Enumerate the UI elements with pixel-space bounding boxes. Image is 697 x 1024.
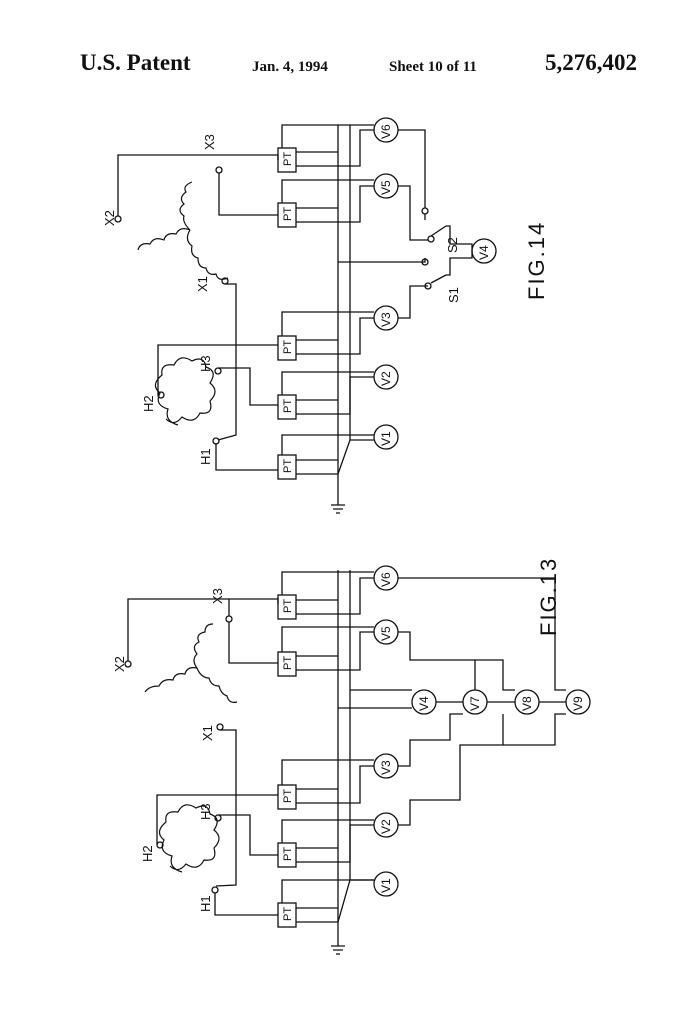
fig14-pt-label: PT <box>282 207 294 221</box>
fig14-terminal-h3: H3 <box>198 355 213 372</box>
fig14-voltmeter-v4: V4 <box>477 245 491 260</box>
patent-date: Jan. 4, 1994 <box>252 59 328 75</box>
fig13-pt-label: PT <box>282 789 294 803</box>
fig13-terminal-x3: X3 <box>210 588 225 604</box>
patent-title: U.S. Patent <box>80 50 191 75</box>
fig14-pt-label: PT <box>282 459 294 473</box>
fig14-voltmeter-v6: V6 <box>379 124 393 139</box>
fig14-terminal-x1: X1 <box>195 276 210 292</box>
fig13-terminal-x2: X2 <box>112 656 127 672</box>
fig13-voltmeter-v4: V4 <box>417 696 431 711</box>
fig14-pt-label: PT <box>282 152 294 166</box>
fig14-terminal-x3: X3 <box>202 134 217 150</box>
fig14-voltmeter-v2: V2 <box>379 371 393 386</box>
fig13-terminal-h1: H1 <box>198 895 213 912</box>
fig14-terminal-x2: X2 <box>102 210 117 226</box>
fig13-terminal-h2: H2 <box>140 845 155 862</box>
fig14-pt-label: PT <box>282 399 294 413</box>
fig14-switch-s1: S1 <box>446 287 461 303</box>
patent-number: 5,276,402 <box>545 50 637 75</box>
fig13-voltmeter-v5: V5 <box>379 626 393 641</box>
fig13-pt-label: PT <box>282 599 294 613</box>
figure-13: PT PT PT PT PT V6 <box>112 557 591 955</box>
fig14-voltmeter-v3: V3 <box>379 312 393 327</box>
sheet-number: Sheet 10 of 11 <box>389 59 477 75</box>
fig14-caption: FIG.14 <box>524 221 549 300</box>
fig14-voltmeter-v1: V1 <box>379 431 393 446</box>
fig13-voltmeter-v6: V6 <box>379 572 393 587</box>
fig14-switch-s2: S2 <box>445 237 460 253</box>
fig13-pt-label: PT <box>282 907 294 921</box>
figure-14: PT PT PT PT PT V6 <box>102 117 549 514</box>
fig14-pt-label: PT <box>282 340 294 354</box>
fig14-terminal-h2: H2 <box>141 395 156 412</box>
fig13-voltmeter-v7: V7 <box>468 696 482 711</box>
fig13-terminal-h3: H3 <box>198 803 213 820</box>
fig13-voltmeter-v1: V1 <box>379 878 393 893</box>
fig13-voltmeter-v3: V3 <box>379 760 393 775</box>
fig13-voltmeter-v2: V2 <box>379 819 393 834</box>
fig13-voltmeter-v9: V9 <box>571 696 585 711</box>
fig13-terminal-x1: X1 <box>200 725 215 741</box>
fig13-caption: FIG.13 <box>536 557 561 636</box>
fig14-terminal-h1: H1 <box>198 448 213 465</box>
fig14-voltmeter-v5: V5 <box>379 180 393 195</box>
fig13-voltmeter-v8: V8 <box>520 696 534 711</box>
fig13-pt-label: PT <box>282 656 294 670</box>
fig13-pt-label: PT <box>282 847 294 861</box>
